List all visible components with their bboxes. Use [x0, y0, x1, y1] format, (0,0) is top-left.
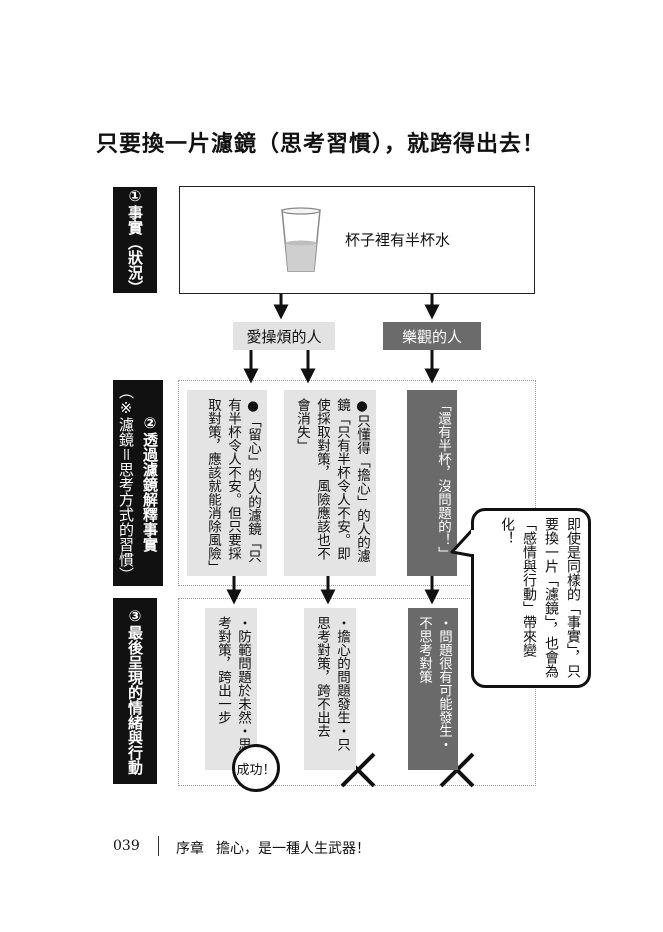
filter-card-anxious: ●只懂得「擔心」的人的濾鏡「只有半杯令人不安。即使採取對策，風險應該也不會消失」	[284, 390, 376, 576]
glass-half-water-icon	[280, 207, 322, 279]
filter-card-optimist: 「還有半杯，沒問題的！」	[407, 390, 457, 576]
footer-chapter: 序章	[176, 841, 204, 857]
result-card-anxious: ・擔心的問題發生・只思考對策，跨不出去	[304, 608, 356, 770]
fact-text: 杯子裡有半杯水	[345, 231, 451, 249]
result-card-caution: ・防範問題於未然・思考對策，跨出一步	[205, 608, 257, 770]
page-title: 只要換一片濾鏡（思考習慣），就跨得出去！	[96, 132, 546, 157]
speech-bubble: 即使是同樣的「事實」，只要換一片「濾鏡」，也會為「感情與行動」帶來變化！	[471, 508, 591, 688]
success-circle: 成功！	[232, 744, 280, 792]
footer-divider	[158, 836, 159, 856]
result-card-optimist: ・問題很有可能發生・不思考對策	[408, 608, 458, 770]
success-label: 成功！	[236, 762, 276, 778]
fact-box	[179, 186, 535, 294]
filter-card-caution: ●「留心」的人的濾鏡「只有半杯令人不安。但只要採取對策，應該就能消除風險」	[187, 390, 267, 576]
page-number: 039	[113, 838, 140, 854]
person-worrier-label: 愛操煩的人	[233, 322, 335, 350]
result-region	[178, 598, 536, 786]
row-label-result: ③最後呈現的情緒與行動	[113, 598, 157, 784]
filter-region	[178, 380, 536, 586]
row-label-filter: ②透過濾鏡解釋事實 （※濾鏡＝思考方式的習慣）	[113, 380, 163, 586]
footer-section: 擔心，是一種人生武器！	[216, 841, 370, 857]
row-label-filter-main: ②透過濾鏡解釋事實	[141, 414, 159, 552]
row-label-filter-note: （※濾鏡＝思考方式的習慣）	[117, 384, 135, 582]
person-optimist-label: 樂觀的人	[383, 322, 481, 350]
row-label-fact: ①事實（狀況）	[113, 187, 157, 295]
